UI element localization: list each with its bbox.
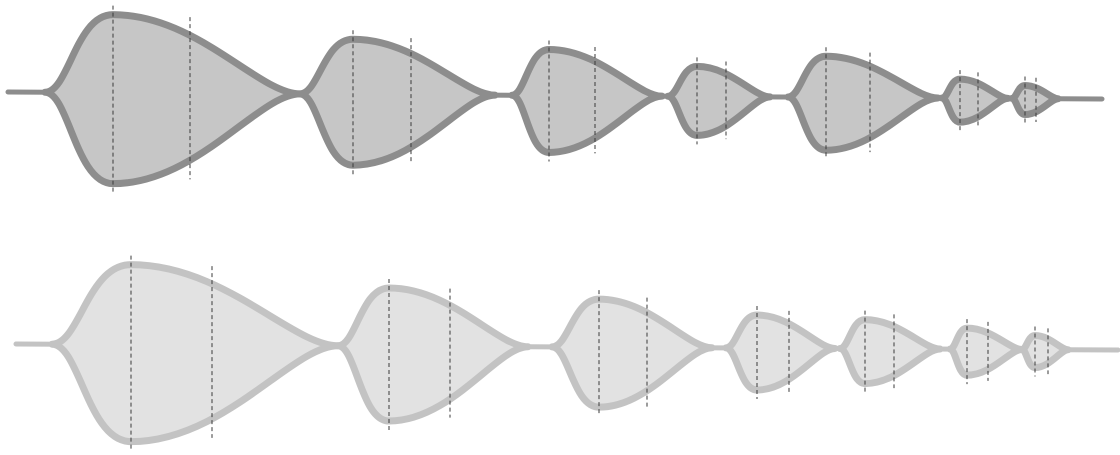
segment-5 xyxy=(836,316,944,388)
segment-5 xyxy=(784,52,942,154)
segment-3 xyxy=(548,295,716,411)
segment-6 xyxy=(938,75,1012,126)
segment-4 xyxy=(722,311,839,394)
segment-6 xyxy=(946,324,1026,379)
segment-2 xyxy=(334,284,532,425)
segment-3 xyxy=(508,45,666,156)
top-strand xyxy=(5,5,1105,193)
segment-1 xyxy=(48,261,342,446)
bottom-strand xyxy=(13,255,1120,451)
segment-2 xyxy=(296,35,499,169)
segment-4 xyxy=(664,62,774,139)
segment-1 xyxy=(41,11,304,188)
segment-7 xyxy=(1008,82,1062,119)
segment-7 xyxy=(1018,332,1072,372)
